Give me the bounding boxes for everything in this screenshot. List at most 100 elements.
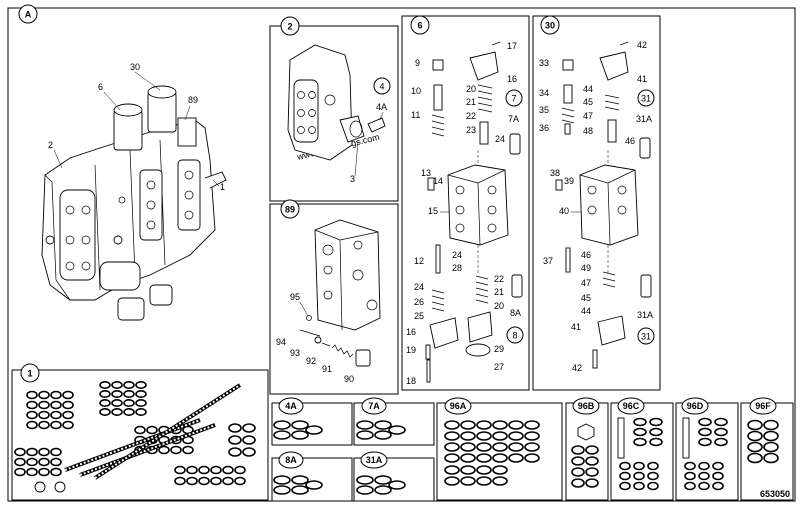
seal-ring (763, 441, 779, 453)
panel-96D-badge: 96D (681, 397, 709, 415)
panel-4A-frame (271, 402, 353, 446)
seal-ring (99, 398, 111, 407)
seal-ring (698, 461, 710, 471)
seal-ring (38, 400, 50, 410)
panel-1-badge: 1 (20, 363, 40, 383)
panel-6-callout-8: 8 (506, 326, 524, 344)
svg-text:95: 95 (290, 292, 300, 302)
svg-text:11: 11 (411, 110, 420, 120)
seal-ring (712, 471, 724, 481)
panel-30-callout-41a: 41 (637, 74, 647, 84)
seal-ring (492, 476, 508, 486)
panel-30-callout-35: 35 (539, 105, 549, 115)
panel-8A-label: 8A (285, 455, 297, 465)
seal-ring (388, 480, 406, 490)
seal-ring (186, 465, 198, 475)
seal-ring (26, 457, 38, 467)
svg-text:89: 89 (188, 95, 198, 105)
panel-2-badge: 2 (280, 16, 300, 36)
seal-ring (374, 430, 392, 440)
panel-30-callout-46b: 46 (581, 250, 591, 260)
panel-1-frame (11, 369, 269, 501)
seal-ring (444, 431, 460, 441)
seal-ring (14, 447, 26, 457)
seal-ring (763, 419, 779, 431)
seal-ring (476, 420, 492, 430)
panel-30-callout-31Aa: 31A (636, 114, 652, 124)
seal-ring (38, 457, 50, 467)
svg-text:22: 22 (466, 111, 476, 121)
seal-ring (374, 420, 392, 430)
panel-30-callout-36: 36 (539, 123, 549, 133)
seal-ring (712, 461, 724, 471)
seal-ring (444, 420, 460, 430)
seal-ring (291, 485, 309, 495)
seal-ring (763, 430, 779, 442)
svg-text:22: 22 (494, 274, 504, 284)
panel-30-callout-37: 37 (543, 256, 553, 266)
seal-ring (14, 467, 26, 477)
panel-96A-badge: 96A (444, 397, 472, 415)
seal-ring (26, 447, 38, 457)
svg-text:23: 23 (466, 125, 476, 135)
seal-ring (135, 407, 147, 416)
seal-ring (273, 420, 291, 430)
seal-ring (460, 420, 476, 430)
seal-ring (460, 465, 476, 475)
seal-ring (242, 447, 256, 457)
panel-30-callout-40: 40 (559, 206, 581, 216)
seal-ring (62, 390, 74, 400)
panel-6-callout-21a: 21 (466, 97, 476, 107)
panel-30-callout-41b: 41 (571, 322, 581, 332)
seal-ring (50, 467, 62, 477)
svg-text:92: 92 (306, 356, 316, 366)
seal-ring (38, 410, 50, 420)
seal-ring (99, 407, 111, 416)
seal-ring (99, 389, 111, 398)
threaded-rod (64, 418, 201, 472)
seal-ring (356, 430, 374, 440)
panel-30-badge: 30 (540, 15, 560, 35)
panel-96A-label: 96A (450, 401, 467, 411)
svg-text:40: 40 (559, 206, 569, 216)
seal-ring (374, 485, 392, 495)
panel-30-callout-46a: 46 (625, 136, 635, 146)
seal-ring (524, 431, 540, 441)
seal-ring (158, 445, 170, 455)
panel-2-callout-3: 3 (350, 141, 359, 184)
seal-ring (26, 467, 38, 477)
panel-6-callout-12: 12 (414, 256, 424, 266)
nut-icon (577, 423, 595, 441)
seal-ring (305, 480, 323, 490)
svg-text:16: 16 (507, 74, 517, 84)
main-callout-30: 30 (130, 62, 161, 91)
seal-ring (508, 420, 524, 430)
seal-ring (242, 423, 256, 433)
seal-ring (492, 420, 508, 430)
seal-ring (444, 476, 460, 486)
svg-text:2: 2 (48, 140, 53, 150)
panel-30-callout-34: 34 (539, 88, 549, 98)
svg-text:48: 48 (583, 126, 593, 136)
panel-89-callout-92: 92 (306, 356, 316, 366)
seal-ring (633, 461, 645, 471)
seal-ring (356, 485, 374, 495)
svg-text:41: 41 (637, 74, 647, 84)
panel-2-callout-4: 4 (373, 77, 391, 95)
svg-text:15: 15 (428, 206, 438, 216)
seal-ring (111, 398, 123, 407)
panel-6-callout-13: 13 (421, 168, 431, 178)
seal-ring (684, 461, 696, 471)
panel-6-callout-18: 18 (406, 376, 416, 386)
threaded-rod (79, 423, 216, 477)
seal-ring (62, 420, 74, 430)
seal-ring (571, 456, 585, 466)
panel-6-callout-24c: 24 (414, 282, 424, 292)
seal-ring (123, 380, 135, 389)
panel-6-callout-21b: 21 (494, 287, 504, 297)
seal-ring (649, 427, 663, 437)
svg-text:7A: 7A (508, 114, 519, 124)
nut-icon (54, 481, 66, 493)
seal-ring (273, 485, 291, 495)
